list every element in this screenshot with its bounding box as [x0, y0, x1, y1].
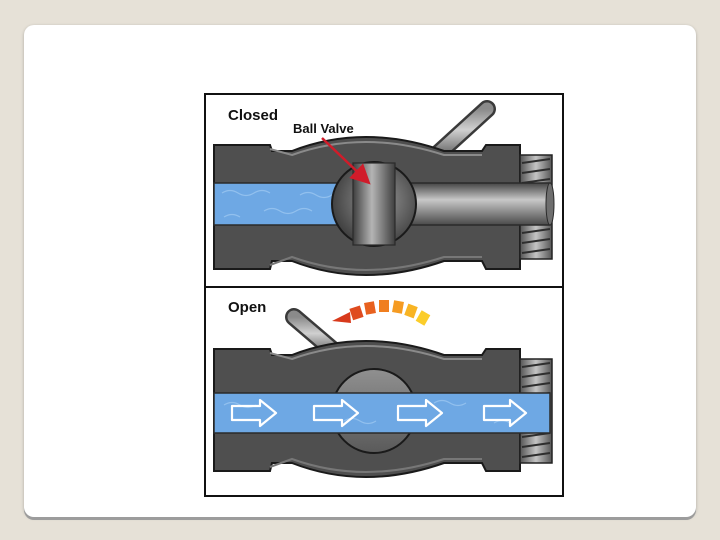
- ball-valve-pointer-arrow: [321, 137, 371, 185]
- open-water: [213, 392, 551, 434]
- open-panel: Open: [213, 299, 553, 478]
- ball-valve-diagram: Closed Ball Valve: [204, 93, 564, 497]
- ball-valve-label: Ball Valve: [293, 121, 354, 136]
- flow-arrow-4: [482, 398, 528, 428]
- slide: Closed Ball Valve: [24, 25, 696, 517]
- closed-label: Closed: [228, 107, 278, 124]
- flow-arrow-3: [396, 398, 444, 428]
- closed-outlet-bore: [408, 182, 551, 226]
- closed-panel: Closed Ball Valve: [213, 100, 555, 276]
- flow-arrow-2: [312, 398, 360, 428]
- rotation-arrow: [332, 300, 431, 326]
- flow-arrow-1: [230, 398, 278, 428]
- open-label: Open: [228, 299, 266, 316]
